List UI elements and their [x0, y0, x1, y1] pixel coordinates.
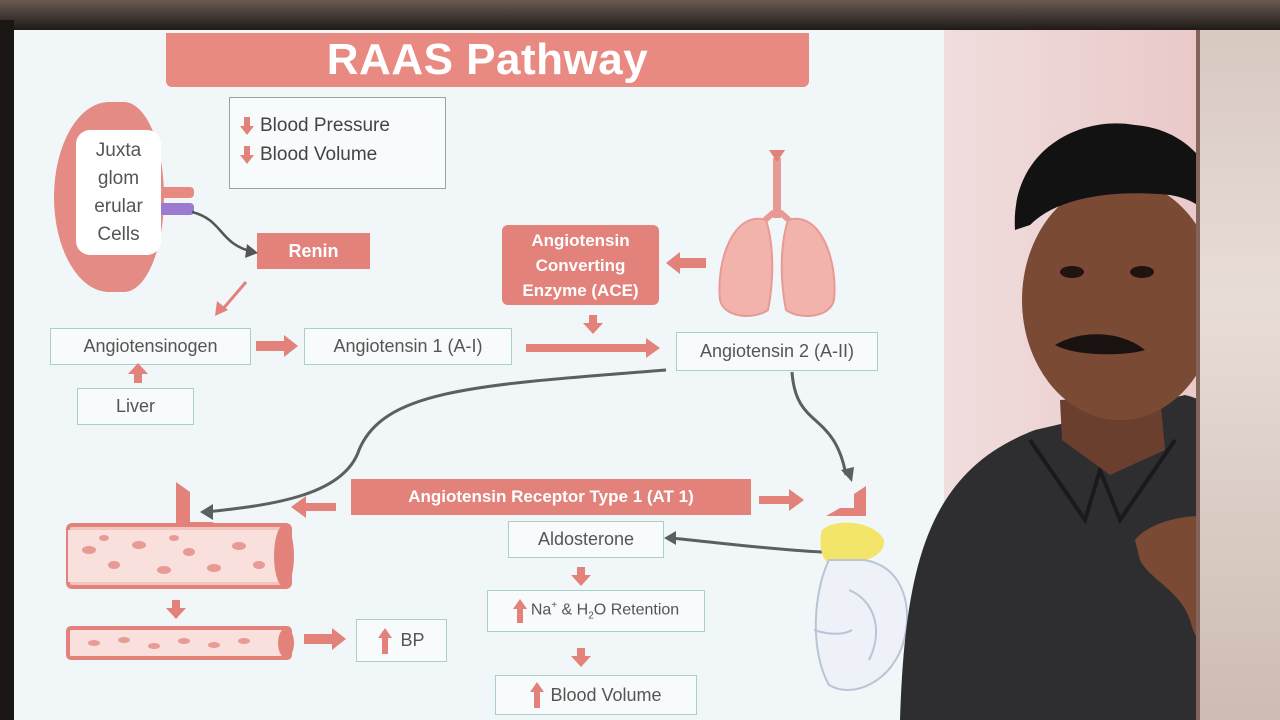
- adrenal-receptor-icon: [826, 486, 866, 516]
- curve-a2-to-vessel: [205, 368, 667, 514]
- presenter-eye-left: [1060, 266, 1084, 278]
- h-text: & H: [557, 601, 589, 619]
- arrow-vessel-to-bp: [304, 628, 346, 650]
- h2-subscript: 2: [588, 610, 594, 622]
- arrow-angiotensinogen-to-a1: [256, 335, 298, 357]
- renin-box: Renin: [257, 233, 370, 269]
- presenter-shirt: [900, 395, 1196, 720]
- arrowhead-icon: [245, 244, 258, 258]
- angiotensin-1-box: Angiotensin 1 (A-I): [304, 328, 512, 365]
- ace-line-1: Angiotensin: [531, 230, 630, 250]
- blood-volume-label: Blood Volume: [550, 684, 662, 705]
- renal-vein: [159, 203, 194, 215]
- arrow-a1-to-a2: [526, 338, 660, 358]
- na-h2o-retention-box: Na+ & H2O Retention: [487, 590, 705, 632]
- bp-label: BP: [400, 630, 425, 650]
- arrowhead-icon: [200, 504, 213, 520]
- adrenal-kidney-illustration: [813, 522, 909, 691]
- presenter-moustache: [1055, 334, 1145, 355]
- at1-receptor-box: Angiotensin Receptor Type 1 (AT 1): [351, 479, 751, 515]
- blood-vessel-normal: [66, 523, 294, 589]
- arrow-liver-up: [128, 363, 148, 383]
- arrow-aldosterone-down: [571, 567, 591, 586]
- up-arrow-icon: [512, 599, 527, 623]
- projector-screen-frame: [0, 0, 1280, 30]
- blood-volume-box: Blood Volume: [495, 675, 697, 715]
- angiotensin-1-label: Angiotensin 1 (A-I): [333, 336, 483, 356]
- curve-kidney-to-renin: [191, 210, 255, 254]
- angiotensinogen-label: Angiotensinogen: [83, 336, 218, 356]
- projector-screen: RAAS Pathway Blood Pressure Blood Volume…: [14, 30, 1196, 720]
- bp-box: BP: [356, 619, 447, 662]
- block-arrows: [128, 252, 804, 667]
- presenter-figure: [900, 123, 1196, 720]
- curve-a2-to-adrenal: [790, 371, 848, 476]
- presenter-hand: [1135, 516, 1196, 637]
- slide-title: RAAS Pathway: [326, 35, 649, 84]
- renin-label: Renin: [288, 240, 339, 261]
- at1-receptor-label: Angiotensin Receptor Type 1 (AT 1): [408, 487, 694, 506]
- angiotensinogen-box: Angiotensinogen: [50, 328, 251, 365]
- presenter-face: [1022, 180, 1196, 420]
- retention-text: O Retention: [593, 601, 680, 619]
- liver-box: Liver: [77, 388, 194, 425]
- lungs-illustration: [718, 150, 836, 317]
- liver-label: Liver: [115, 396, 155, 416]
- jg-line-2: glom: [97, 167, 140, 189]
- jg-line-3: erular: [94, 195, 143, 217]
- vessel-receptor-icon: [176, 482, 214, 530]
- background-wall-right: [1200, 20, 1280, 720]
- legend-row-blood-pressure: Blood Pressure: [240, 115, 390, 137]
- projector-screen-edge: [0, 20, 14, 720]
- ace-line-3: Enzyme (ACE): [522, 280, 639, 300]
- aldosterone-label: Aldosterone: [537, 529, 635, 549]
- presenter-eye-right: [1130, 266, 1154, 278]
- ace-line-2: Converting: [535, 255, 626, 275]
- legend-blood-volume: Blood Volume: [260, 144, 378, 165]
- arrowhead-icon: [215, 301, 228, 316]
- down-arrow-icon: [240, 146, 254, 164]
- na-text: Na: [530, 601, 552, 619]
- legend-row-blood-volume: Blood Volume: [240, 144, 377, 166]
- arrow-renin-to-angiotensinogen: [220, 281, 248, 311]
- legend-box: Blood Pressure Blood Volume: [229, 97, 446, 189]
- pathway-connectors: [66, 210, 909, 691]
- jg-line-4: Cells: [97, 223, 140, 245]
- arrowhead-icon: [841, 467, 854, 482]
- arrow-vessel-down: [166, 600, 186, 619]
- ace-box: Angiotensin Converting Enzyme (ACE): [502, 225, 659, 305]
- angiotensin-2-box: Angiotensin 2 (A-II): [676, 332, 878, 371]
- presenter-hair: [1014, 123, 1196, 230]
- up-arrow-icon: [530, 682, 545, 708]
- arrowhead-icon: [664, 531, 676, 545]
- juxtaglomerular-cells-label: Juxta glom erular Cells: [76, 130, 161, 255]
- aldosterone-box: Aldosterone: [508, 521, 664, 558]
- curve-adrenal-to-aldosterone: [669, 536, 823, 554]
- presenter-collar: [1028, 438, 1177, 525]
- legend-blood-pressure: Blood Pressure: [260, 115, 390, 136]
- arrow-lungs-to-ace: [666, 252, 706, 274]
- title-banner: RAAS Pathway: [166, 33, 809, 87]
- slide: RAAS Pathway Blood Pressure Blood Volume…: [14, 30, 944, 720]
- up-arrow-icon: [378, 627, 393, 654]
- jg-line-1: Juxta: [95, 139, 142, 161]
- na-charge: +: [551, 600, 558, 612]
- down-arrow-icon: [240, 117, 254, 135]
- na-h2o-retention-label: Na+ & H2O Retention: [531, 600, 679, 622]
- angiotensin-2-label: Angiotensin 2 (A-II): [699, 341, 855, 361]
- blood-vessel-constricted: [66, 626, 294, 660]
- arrow-retention-down: [571, 648, 591, 667]
- arrow-at1-right: [759, 489, 804, 511]
- renal-artery: [159, 187, 194, 198]
- arrow-ace-down: [583, 315, 603, 334]
- arrow-at1-left: [291, 496, 336, 518]
